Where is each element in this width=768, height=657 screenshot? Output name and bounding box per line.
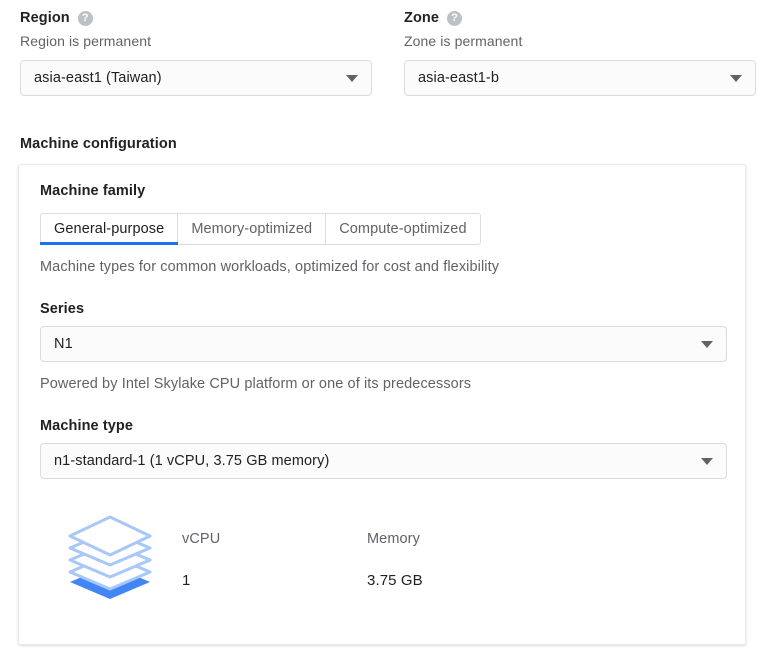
machine-family-description: Machine types for common workloads, opti… xyxy=(40,259,500,275)
help-circle-icon[interactable]: ? xyxy=(447,10,463,26)
series-label: Series xyxy=(40,301,85,317)
memory-value: 3.75 GB xyxy=(367,572,423,589)
vcpu-column: vCPU 1 xyxy=(182,531,367,589)
machine-resources-summary: vCPU 1 Memory 3.75 GB xyxy=(40,509,725,605)
vcpu-label: vCPU xyxy=(182,531,221,547)
zone-label-line: Zone ? xyxy=(404,7,768,29)
chevron-down-icon xyxy=(701,458,713,465)
zone-select[interactable]: asia-east1-b xyxy=(404,60,756,96)
region-select[interactable]: asia-east1 (Taiwan) xyxy=(20,60,372,96)
machine-family-tabs: General-purpose Memory-optimized Compute… xyxy=(40,213,481,245)
machine-configuration-card: Machine family General-purpose Memory-op… xyxy=(18,164,746,645)
zone-selected-value: asia-east1-b xyxy=(418,70,499,86)
help-circle-icon[interactable]: ? xyxy=(77,10,93,26)
vcpu-value: 1 xyxy=(182,572,191,589)
tab-compute-optimized[interactable]: Compute-optimized xyxy=(326,213,481,245)
stacked-layers-icon xyxy=(68,515,152,599)
resource-columns: vCPU 1 Memory 3.75 GB xyxy=(182,531,552,589)
region-field-group: Region ? Region is permanent asia-east1 … xyxy=(0,0,384,96)
tab-general-purpose[interactable]: General-purpose xyxy=(40,213,179,245)
region-label-line: Region ? xyxy=(20,7,384,29)
region-selected-value: asia-east1 (Taiwan) xyxy=(34,70,162,86)
chevron-down-icon xyxy=(346,75,358,82)
spacer xyxy=(40,275,725,301)
machine-type-selected-value: n1-standard-1 (1 vCPU, 3.75 GB memory) xyxy=(54,453,330,469)
memory-column: Memory 3.75 GB xyxy=(367,531,552,589)
machine-type-label: Machine type xyxy=(40,418,134,434)
machine-configuration-title: Machine configuration xyxy=(20,136,177,152)
region-label: Region xyxy=(20,10,70,26)
zone-label: Zone xyxy=(404,10,440,26)
tab-general-purpose-label: General-purpose xyxy=(54,221,165,237)
tab-compute-optimized-label: Compute-optimized xyxy=(339,221,467,237)
zone-description: Zone is permanent xyxy=(404,33,523,49)
chevron-down-icon xyxy=(730,75,742,82)
spacer xyxy=(40,392,725,418)
tab-memory-optimized[interactable]: Memory-optimized xyxy=(178,213,327,245)
tab-memory-optimized-label: Memory-optimized xyxy=(191,221,313,237)
region-description: Region is permanent xyxy=(20,33,152,49)
memory-label: Memory xyxy=(367,531,420,547)
series-description: Powered by Intel Skylake CPU platform or… xyxy=(40,376,472,392)
series-selected-value: N1 xyxy=(54,336,73,352)
machine-type-select[interactable]: n1-standard-1 (1 vCPU, 3.75 GB memory) xyxy=(40,443,727,479)
chevron-down-icon xyxy=(701,341,713,348)
series-select[interactable]: N1 xyxy=(40,326,727,362)
zone-field-group: Zone ? Zone is permanent asia-east1-b xyxy=(384,0,768,96)
location-fields-row: Region ? Region is permanent asia-east1 … xyxy=(0,0,768,96)
machine-family-label: Machine family xyxy=(40,183,146,199)
